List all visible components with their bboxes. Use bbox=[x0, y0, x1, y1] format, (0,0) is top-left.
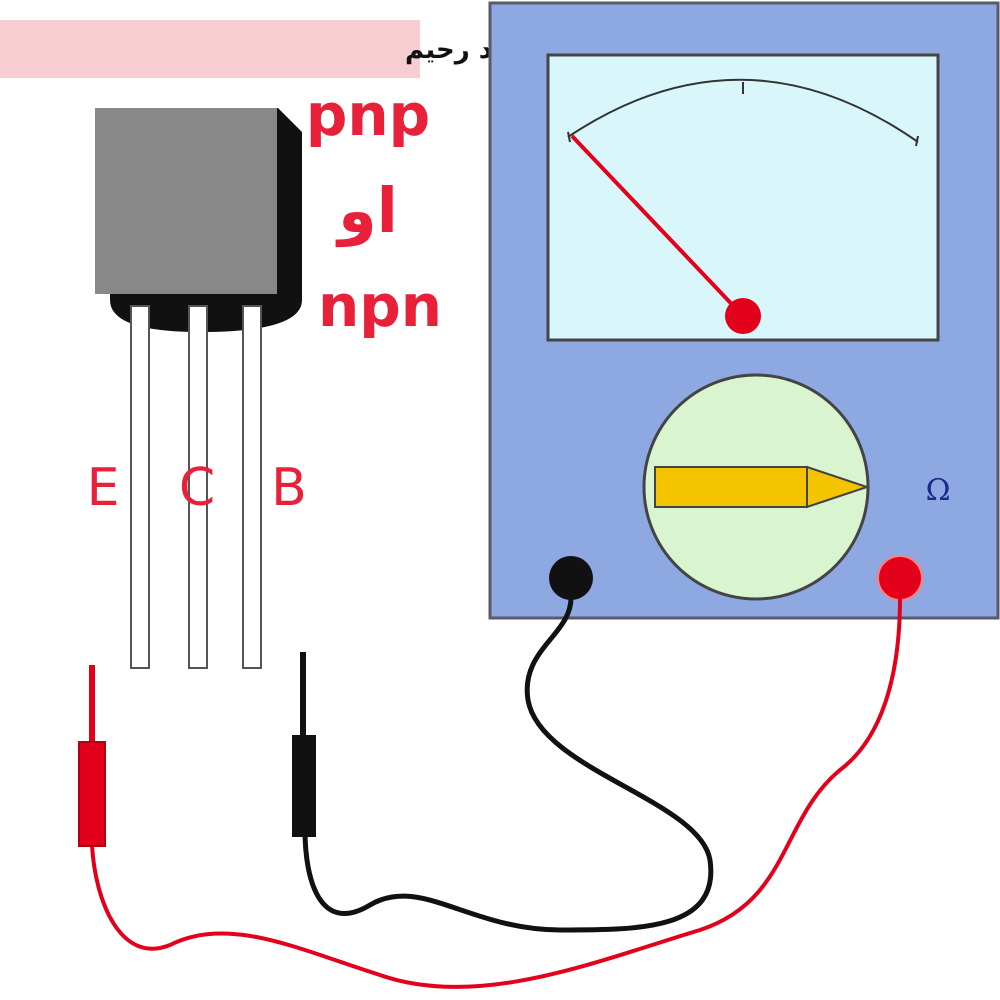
black-probe[interactable] bbox=[292, 652, 316, 837]
type-label-or: او bbox=[335, 174, 398, 247]
red-lead-cable[interactable] bbox=[90, 597, 902, 989]
transistor-body bbox=[95, 108, 277, 294]
pin-lead-c bbox=[188, 305, 208, 669]
meter-display bbox=[546, 53, 940, 342]
test-leads bbox=[78, 597, 902, 989]
ohm-range-label: Ω bbox=[926, 473, 951, 508]
pin-label-e: E bbox=[87, 458, 120, 518]
red-probe-handle[interactable] bbox=[78, 741, 106, 847]
type-label-npn: npn bbox=[318, 272, 442, 340]
meter-needle-pivot bbox=[725, 298, 761, 334]
multimeter: Ω bbox=[488, 1, 1000, 620]
meter-needle bbox=[570, 134, 745, 318]
pin-lead-b bbox=[242, 305, 262, 669]
red-probe[interactable] bbox=[78, 665, 106, 847]
pin-label-b: B bbox=[271, 458, 307, 518]
credit-banner-background bbox=[0, 20, 420, 78]
ohm-jack[interactable] bbox=[877, 555, 923, 601]
transistor: E C B bbox=[87, 108, 307, 669]
meter-screen bbox=[546, 53, 940, 342]
com-jack[interactable] bbox=[549, 556, 593, 600]
meter-scale-arc bbox=[567, 78, 919, 143]
pin-label-c: C bbox=[179, 458, 215, 518]
black-probe-handle[interactable] bbox=[292, 735, 316, 837]
pin-lead-e bbox=[130, 305, 150, 669]
selector-knob-pointer[interactable] bbox=[806, 465, 871, 509]
range-selector[interactable] bbox=[642, 373, 871, 601]
type-label-pnp: pnp bbox=[306, 81, 430, 149]
selector-knob-body[interactable] bbox=[654, 466, 808, 508]
black-lead-cable[interactable] bbox=[302, 597, 714, 933]
transistor-type-labels: pnp او npn bbox=[306, 81, 442, 340]
meter-scale-tick-left bbox=[567, 131, 571, 143]
meter-scale-tick-right bbox=[915, 135, 919, 147]
